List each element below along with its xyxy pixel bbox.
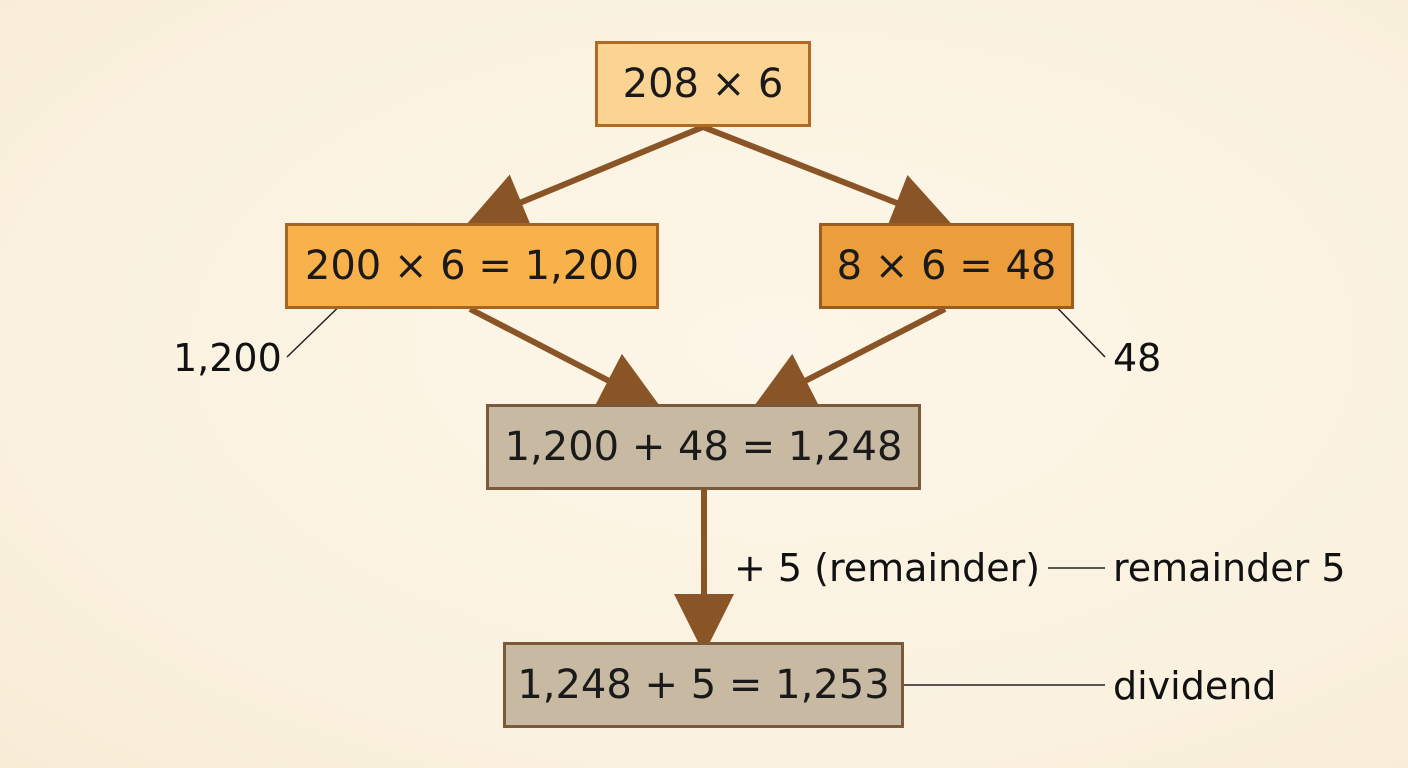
node-ones-product: 8 × 6 = 48 xyxy=(819,223,1074,309)
node-final-text: 1,248 + 5 = 1,253 xyxy=(517,662,890,708)
arrow-root-to-right xyxy=(701,124,953,231)
node-sum-text: 1,200 + 48 = 1,248 xyxy=(504,424,903,470)
node-right-text: 8 × 6 = 48 xyxy=(836,243,1057,289)
callout-right: 48 xyxy=(1113,336,1162,380)
node-root-product: 208 × 6 xyxy=(595,41,811,127)
node-partial-sum: 1,200 + 48 = 1,248 xyxy=(486,404,921,490)
callout-left: 1,200 xyxy=(173,336,282,380)
arrow-root-to-left xyxy=(465,124,705,230)
node-root-text: 208 × 6 xyxy=(622,61,784,107)
node-left-text: 200 × 6 = 1,200 xyxy=(304,243,640,289)
node-final-sum: 1,248 + 5 = 1,253 xyxy=(503,642,904,728)
callout-dividend: dividend xyxy=(1113,664,1277,708)
arrow-left-to-sum xyxy=(468,306,662,409)
callout-remainder: remainder 5 xyxy=(1113,546,1346,590)
arrow-right-to-sum xyxy=(752,306,947,408)
node-hundreds-product: 200 × 6 = 1,200 xyxy=(285,223,659,309)
step-label: + 5 (remainder) xyxy=(734,546,1041,590)
